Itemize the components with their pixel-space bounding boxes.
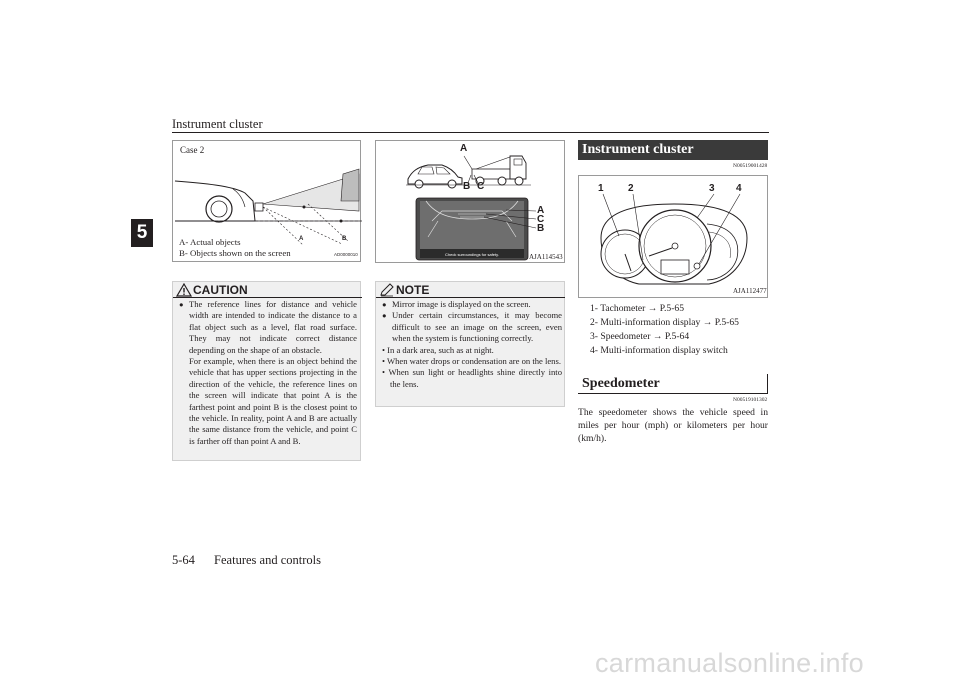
page-header-title: Instrument cluster (172, 117, 263, 131)
note-sub-water: • When water drops or condensation are o… (382, 356, 561, 367)
note-sub-sunlight: • When sun light or headlights shine dir… (382, 367, 562, 389)
legend-actual-objects: A- Actual objects (179, 237, 241, 247)
cluster-item-speedometer: 3- Speedometer → P.5-64 (590, 331, 690, 342)
cluster-figure-code: AJA112477 (733, 287, 767, 295)
callout-4: 4 (736, 183, 742, 194)
case2-illustration (174, 168, 362, 246)
note-bullet-mirror: Mirror image is displayed on the screen. (382, 299, 562, 311)
camera-label-b-screen: B (537, 223, 545, 234)
legend-screen-objects: B- Objects shown on the screen (179, 248, 291, 258)
camera-label-c-top: C (477, 181, 485, 192)
cluster-item-tachometer: 1- Tachometer → P.5-65 (590, 303, 685, 314)
header-rule (172, 132, 769, 133)
camera-label-b-top: B (463, 181, 471, 192)
caution-bullet: The reference lines for distance and veh… (179, 299, 357, 356)
note-rule (376, 297, 565, 298)
callout-2: 2 (628, 183, 634, 194)
case2-figure: Case 2 A- Actual objects B- Objects show… (172, 140, 362, 262)
cluster-illustration (600, 193, 748, 285)
instrument-cluster-heading: Instrument cluster (578, 140, 768, 160)
camera-figure: Check surroundings for safety. A B C A C… (375, 140, 565, 263)
note-pencil-icon (380, 283, 394, 297)
case-label: Case 2 (180, 145, 205, 155)
speedometer-heading: Speedometer (578, 374, 768, 394)
camera-figure-code: AJA114543 (529, 253, 563, 261)
point-b-label: B (342, 236, 347, 242)
caution-rule (173, 297, 362, 298)
note-body: Mirror image is displayed on the screen.… (382, 299, 562, 390)
cluster-figure: 1 2 3 4 AJA112477 (578, 175, 768, 298)
watermark: carmanualsonline.info (595, 648, 864, 678)
screen-message: Check surroundings for safety. (445, 252, 499, 257)
caution-body: The reference lines for distance and veh… (179, 299, 357, 447)
speedometer-text: The speedometer shows the vehicle speed … (578, 407, 768, 445)
callout-1: 1 (598, 183, 604, 194)
warning-triangle-icon (176, 283, 192, 297)
caution-text-continued: For example, when there is an object beh… (189, 356, 357, 446)
section-name: Features and controls (214, 553, 321, 567)
point-a-label: A (299, 236, 304, 242)
note-title: NOTE (396, 283, 430, 297)
caution-title: CAUTION (193, 283, 248, 297)
camera-label-c-screen: C (537, 214, 545, 225)
callout-3: 3 (709, 183, 715, 194)
chapter-tab: 5 (131, 219, 153, 247)
figure-code: AD0000010 (334, 252, 358, 257)
speedometer-code: N00519101302 (733, 397, 768, 403)
camera-illustration: Check surroundings for safety. (406, 155, 537, 261)
instrument-cluster-code: N00519001428 (733, 163, 768, 169)
note-bullet-conditions: Under certain circumstances, it may beco… (382, 310, 562, 344)
camera-label-a-top: A (460, 143, 468, 154)
page-footer: 5-64 Features and controls (172, 553, 337, 568)
cluster-item-mid-switch: 4- Multi-information display switch (590, 345, 728, 356)
cluster-item-mid: 2- Multi-information display → P.5-65 (590, 317, 739, 328)
note-sub-dark: • In a dark area, such as at night. (382, 344, 494, 355)
camera-label-a-screen: A (537, 205, 545, 216)
cluster-item-list: 1- Tachometer → P.5-65 2- Multi-informat… (590, 302, 739, 358)
page-number: 5-64 (172, 553, 195, 567)
